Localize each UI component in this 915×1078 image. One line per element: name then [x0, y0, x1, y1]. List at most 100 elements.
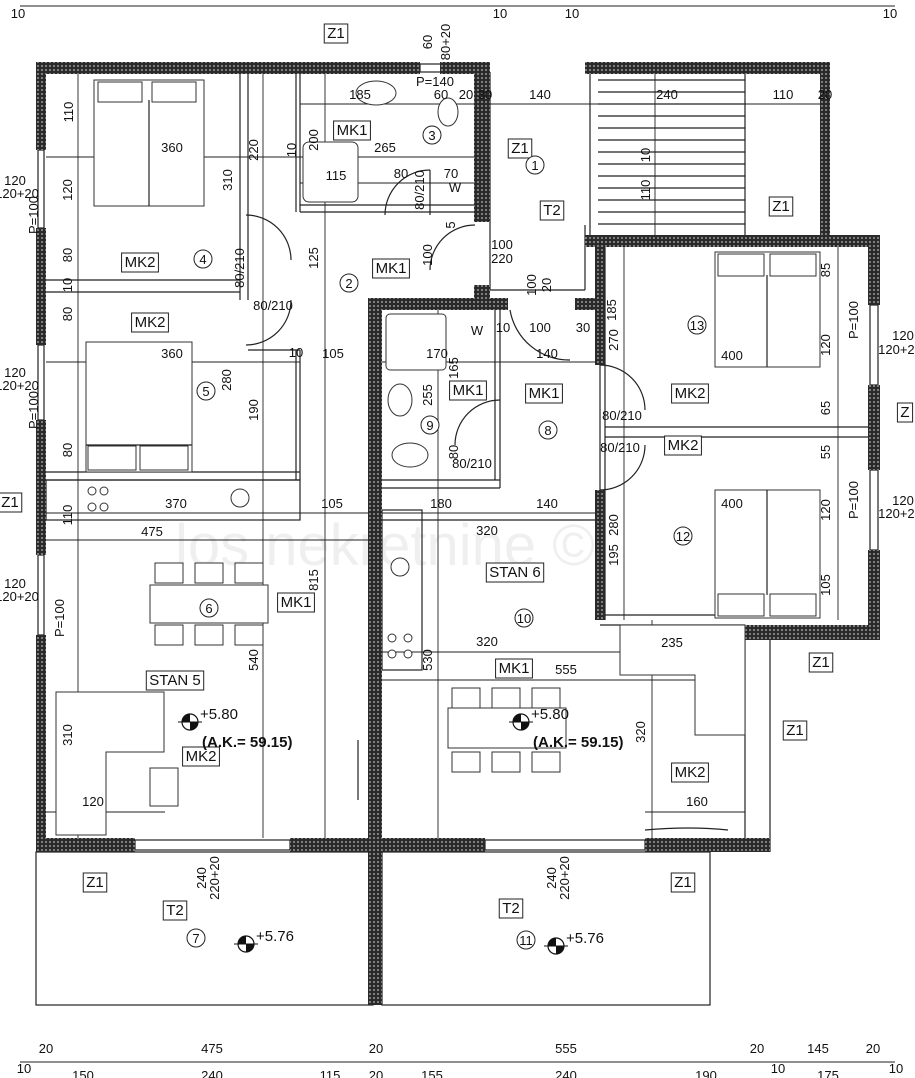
room-tag: Z1: [507, 138, 533, 159]
tag-label: MK2: [675, 385, 706, 402]
dimension-label: 20: [369, 1041, 383, 1056]
dimension-label: 150: [72, 1068, 94, 1078]
dimension-label: 255: [420, 384, 435, 406]
load-bearing-walls: [36, 62, 880, 1005]
room-tag: Z: [896, 402, 914, 423]
tag-label: T2: [166, 902, 184, 919]
dimension-label: 190: [695, 1068, 717, 1078]
sofa: [619, 624, 746, 736]
tag-box: [670, 872, 696, 893]
room-number: 7: [186, 928, 206, 948]
tag-box: [495, 658, 533, 679]
dimension-label: 110: [61, 102, 76, 123]
tag-box: [277, 592, 315, 613]
dimension-label: 120: [60, 179, 75, 201]
dimension-label: 530: [420, 649, 435, 671]
room-number-label: 1: [531, 158, 538, 173]
dimension-label: 110: [60, 505, 75, 526]
elevation-label: +5.76: [256, 928, 294, 945]
dimension-label: P=100: [26, 391, 41, 429]
level-symbol-fill: [182, 714, 198, 730]
dimension-label: 240: [656, 87, 678, 102]
tag-label: MK2: [186, 748, 217, 765]
room-tag: MK2: [664, 435, 702, 456]
room-tag: MK1: [525, 383, 563, 404]
washer-label: W: [449, 180, 462, 195]
tag-label: MK2: [125, 254, 156, 271]
dimension-label: 10: [17, 1061, 31, 1076]
tag-label: Z: [900, 404, 909, 421]
tag-box: [525, 383, 563, 404]
room-tag: MK2: [121, 252, 159, 273]
room-tag: STAN 6: [485, 562, 545, 583]
dimension-label: 120: [892, 328, 914, 343]
elevation-label: +5.80: [531, 706, 569, 723]
room-number: 6: [199, 598, 219, 618]
dimension-label: 10: [496, 320, 510, 335]
sofa: [55, 691, 165, 836]
tag-box: [485, 562, 545, 583]
dimension-label: 120: [4, 365, 26, 380]
dimension-label: P=100: [846, 481, 861, 519]
dimension-label: 140: [536, 496, 558, 511]
room-tag: Z1: [670, 872, 696, 893]
tag-label: MK1: [337, 122, 368, 139]
dimension-label: 10: [883, 6, 897, 21]
dimension-label: 320: [633, 721, 648, 743]
dimension-label: P=100: [52, 599, 67, 637]
dimension-label: P=140: [416, 74, 454, 89]
tag-label: Z1: [86, 874, 104, 891]
dimension-label: 360: [161, 140, 183, 155]
dimension-label: 360: [161, 346, 183, 361]
tag-box: [782, 720, 808, 741]
dimension-label: 10: [60, 278, 75, 292]
room-number: 1: [525, 155, 545, 175]
room-number-circle: [196, 381, 216, 401]
dimension-label: 185: [604, 299, 619, 321]
room-number-label: 12: [676, 529, 690, 544]
room-number-circle: [514, 608, 534, 628]
room-tag: MK1: [333, 120, 371, 141]
doors: [245, 169, 646, 491]
room-number-label: 2: [345, 276, 352, 291]
dimension-label: 220: [246, 139, 261, 161]
tag-box: [131, 312, 169, 333]
dimension-label: 115: [326, 168, 347, 183]
dimension-label: 80: [60, 307, 75, 321]
dining-table: [447, 707, 567, 749]
dimension-label: 10: [289, 345, 303, 360]
fixture-labels: WW: [449, 180, 484, 338]
room-tag: MK2: [671, 383, 709, 404]
dimension-label: P=100: [26, 196, 41, 234]
dimension-label: 85: [818, 263, 833, 277]
shower: [385, 313, 447, 371]
tag-label: T2: [502, 900, 520, 917]
tag-box: [539, 200, 565, 221]
tag-box: [182, 746, 220, 767]
tag-box: [768, 196, 794, 217]
tag-label: Z1: [327, 25, 345, 42]
dimension-label: 160: [686, 794, 708, 809]
tag-label: MK1: [499, 660, 530, 677]
level-marker: +5.76: [544, 930, 604, 955]
dimension-label: 240: [201, 1068, 223, 1078]
dimension-label: 120: [892, 493, 914, 508]
room-number-circle: [420, 415, 440, 435]
dimension-label: 80/210: [412, 170, 427, 210]
dimension-label: 240: [194, 867, 209, 889]
dimension-label: 20: [539, 278, 554, 292]
room-number: 4: [193, 249, 213, 269]
room-tag: Z1: [0, 492, 23, 513]
room-tag: Z1: [808, 652, 834, 673]
room-tag: STAN 5: [145, 670, 205, 691]
tag-label: T2: [543, 202, 561, 219]
dimension-label: 120+20: [878, 506, 915, 521]
tag-box: [498, 898, 524, 919]
room-number: 13: [687, 315, 707, 335]
toilet: [391, 442, 429, 468]
dimension-label: 80: [446, 445, 461, 459]
dimension-label: 10: [771, 1061, 785, 1076]
